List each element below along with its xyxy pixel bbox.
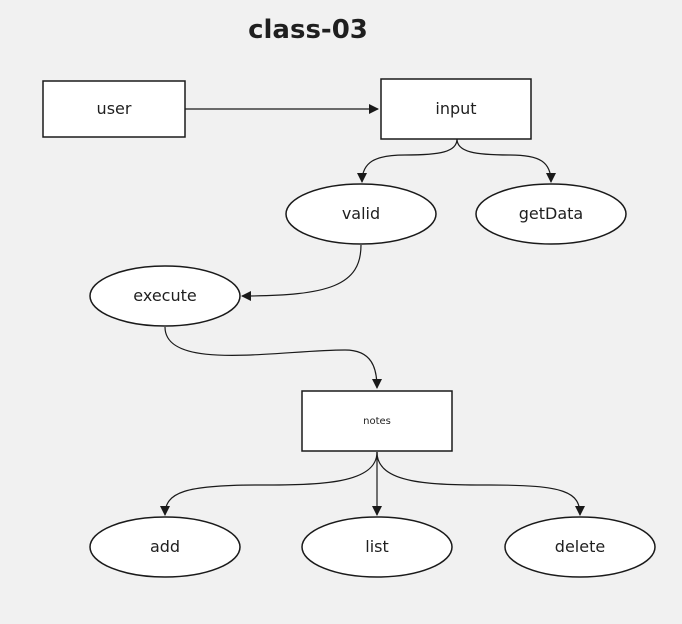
edge-notes-to-add: [160, 451, 378, 516]
node-getdata[interactable]: getData: [475, 183, 627, 245]
node-add-ellipse: [89, 516, 241, 578]
node-execute-ellipse: [89, 265, 241, 327]
node-execute[interactable]: execute: [89, 265, 241, 327]
node-add[interactable]: add: [89, 516, 241, 578]
node-notes[interactable]: notes: [301, 390, 453, 452]
node-notes-box: [301, 390, 453, 452]
node-getdata-label: getData: [519, 204, 583, 223]
edge-execute-to-notes: [164, 326, 382, 389]
node-valid-ellipse: [285, 183, 437, 245]
edge-input-to-valid: [357, 138, 458, 183]
node-user[interactable]: user: [42, 80, 186, 138]
edge-input-to-getdata: [456, 138, 556, 183]
node-list-ellipse: [301, 516, 453, 578]
node-input-label: input: [435, 99, 476, 118]
edge-notes-to-delete: [376, 451, 585, 516]
node-notes-label: notes: [363, 416, 391, 427]
node-user-box: [42, 80, 186, 138]
node-delete-label: delete: [555, 537, 605, 556]
node-user-label: user: [97, 99, 132, 118]
node-getdata-ellipse: [475, 183, 627, 245]
node-valid[interactable]: valid: [285, 183, 437, 245]
node-add-label: add: [150, 537, 180, 556]
node-list[interactable]: list: [301, 516, 453, 578]
node-input[interactable]: input: [380, 78, 532, 140]
node-input-box: [380, 78, 532, 140]
diagram-title: class-03: [248, 15, 368, 45]
node-delete-ellipse: [504, 516, 656, 578]
node-execute-label: execute: [133, 286, 196, 305]
node-list-label: list: [365, 537, 389, 556]
node-delete[interactable]: delete: [504, 516, 656, 578]
edge-valid-to-execute: [241, 244, 362, 301]
node-valid-label: valid: [342, 204, 380, 223]
